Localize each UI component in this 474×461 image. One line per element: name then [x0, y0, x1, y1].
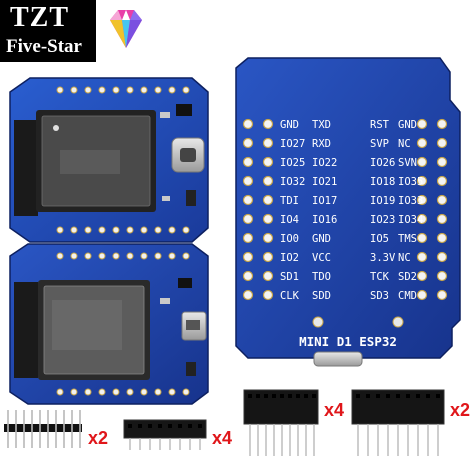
- left-pin-label-9-a: CLK: [280, 290, 300, 302]
- male-pin-header: [4, 410, 82, 448]
- left-pin-label-2-a: IO25: [280, 157, 305, 169]
- left-pin-label-0-b: TXD: [312, 119, 331, 131]
- right-pin-label-9-b: CMD: [398, 290, 417, 302]
- right-pin-label-6-b: TMS: [398, 233, 417, 245]
- right-pin-label-8-b: SD2: [398, 271, 417, 283]
- left-pin-label-6-b: GND: [312, 233, 331, 245]
- left-pin-label-5-b: IO16: [312, 214, 337, 226]
- right-pin-label-4-b: IO33: [398, 195, 423, 207]
- right-pin-label-5-a: IO23: [370, 214, 395, 226]
- right-pin-label-1-b: NC: [398, 138, 411, 150]
- right-pin-label-2-b: SVN: [398, 157, 417, 169]
- right-pin-label-4-a: IO19: [370, 195, 395, 207]
- left-pin-label-5-a: IO4: [280, 214, 299, 226]
- brand-tagline: Five-Star: [6, 36, 82, 57]
- right-pin-label-1-a: SVP: [370, 138, 389, 150]
- short-female-header-qty: x4: [212, 428, 233, 448]
- right-pin-label-8-a: TCK: [370, 271, 390, 283]
- diamond-icon: [110, 10, 142, 48]
- left-pin-label-3-a: IO32: [280, 176, 305, 188]
- left-pin-label-8-a: SD1: [280, 271, 299, 283]
- left-pin-label-7-b: VCC: [312, 252, 331, 264]
- left-pin-label-4-b: IO17: [312, 195, 337, 207]
- left-pin-label-2-b: IO22: [312, 157, 337, 169]
- esp32-board-usbc: [9, 77, 209, 243]
- left-pin-label-9-b: SDD: [312, 290, 331, 302]
- brand-logo: TZT Five-Star: [0, 0, 96, 62]
- right-pin-label-3-b: IO35: [398, 176, 423, 188]
- right-pin-label-6-a: IO5: [370, 233, 389, 245]
- long-female-header-b: [351, 389, 445, 456]
- brand-name: TZT: [10, 2, 70, 33]
- left-pin-label-3-b: IO21: [312, 176, 337, 188]
- long-female-header-b-qty: x2: [450, 400, 471, 420]
- right-pin-label-2-a: IO26: [370, 157, 395, 169]
- left-pin-label-7-a: IO2: [280, 252, 299, 264]
- right-pin-label-0-b: GND: [398, 119, 417, 131]
- long-female-header-a-qty: x4: [324, 400, 345, 420]
- male-header-qty: x2: [88, 428, 109, 448]
- right-pin-label-7-b: NC: [398, 252, 411, 264]
- right-pin-label-3-a: IO18: [370, 176, 395, 188]
- right-pin-label-0-a: RST: [370, 119, 390, 131]
- short-female-header: [123, 419, 207, 450]
- left-pin-label-8-b: TDO: [312, 271, 331, 283]
- left-pin-label-0-a: GND: [280, 119, 299, 131]
- left-pin-label-4-a: TDI: [280, 195, 299, 207]
- long-female-header-a: [243, 389, 319, 456]
- right-pin-label-5-b: IO34: [398, 214, 423, 226]
- esp32-board-microusb: [9, 243, 209, 405]
- right-pin-label-7-a: 3.3V: [370, 252, 396, 264]
- left-pin-label-1-a: IO27: [280, 138, 305, 150]
- left-pin-label-6-a: IO0: [280, 233, 299, 245]
- board-model-label: MINI D1 ESP32: [299, 334, 397, 349]
- right-pin-label-9-a: SD3: [370, 290, 389, 302]
- left-pin-label-1-b: RXD: [312, 138, 331, 150]
